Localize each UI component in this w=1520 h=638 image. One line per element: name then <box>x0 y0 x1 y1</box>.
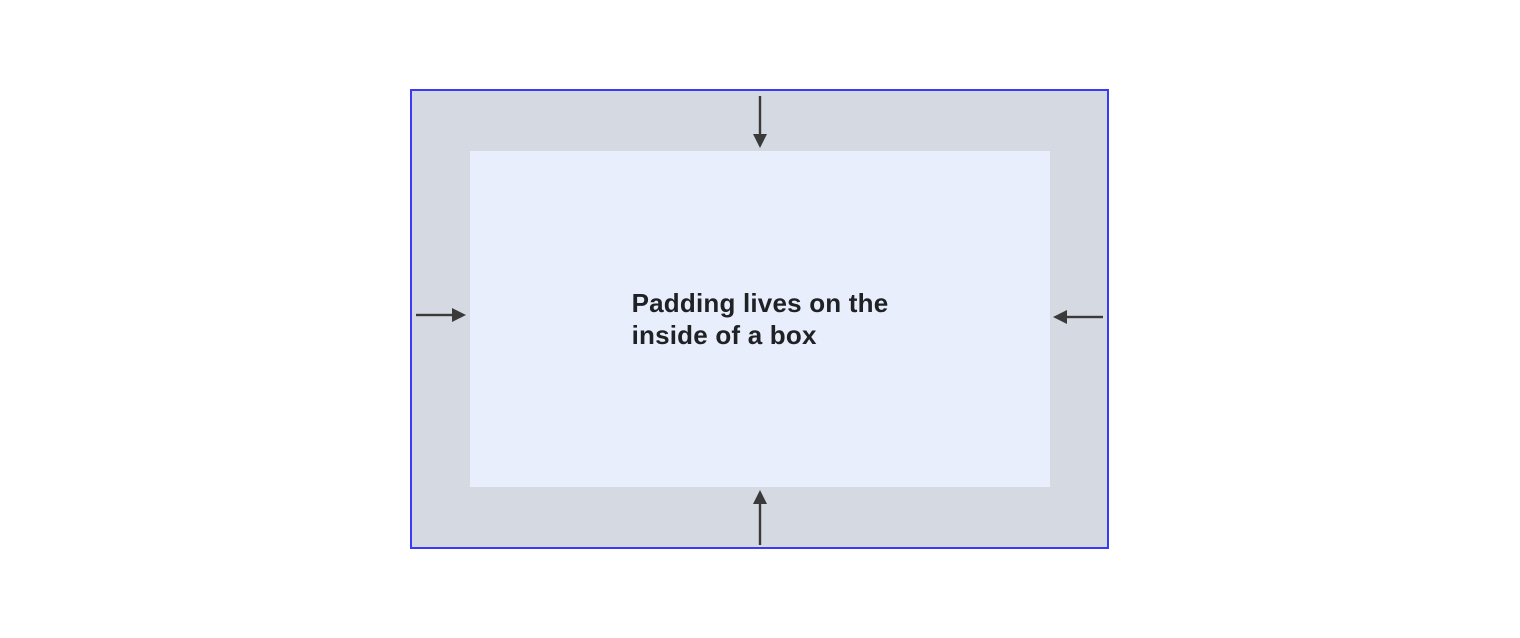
top-inward-arrow-icon <box>752 96 767 148</box>
padding-area-box: Padding lives on the inside of a box <box>410 89 1109 549</box>
content-box: Padding lives on the inside of a box <box>470 151 1050 487</box>
right-inward-arrow-icon <box>1053 310 1103 324</box>
left-inward-arrow-icon <box>416 308 466 322</box>
bottom-inward-arrow-icon <box>752 490 767 545</box>
diagram-label: Padding lives on the inside of a box <box>631 288 889 350</box>
